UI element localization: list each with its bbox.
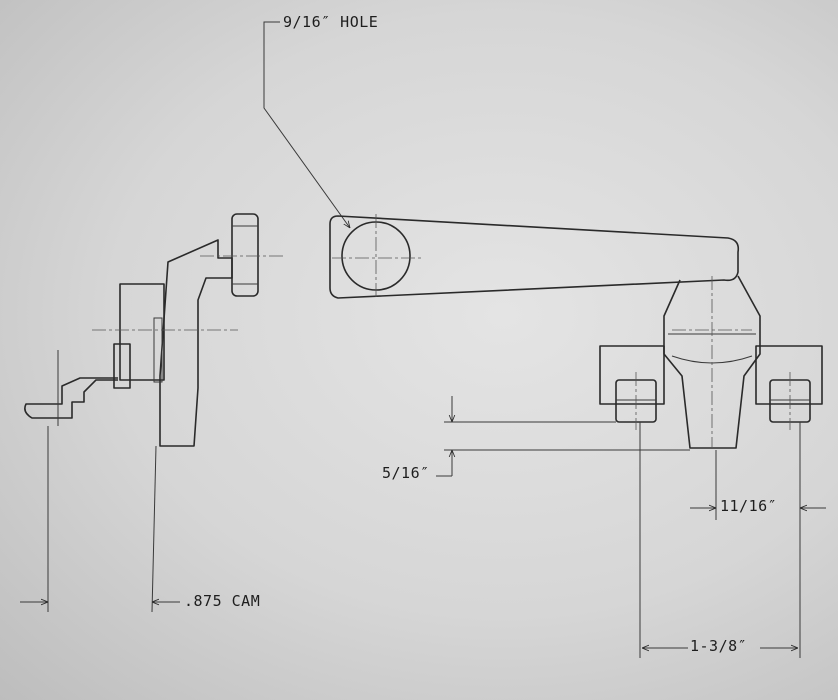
hole-leader xyxy=(263,21,350,228)
cam-label: .875 CAM xyxy=(184,592,261,610)
post-spacing-dimension xyxy=(639,422,798,658)
neck-width-dimension xyxy=(690,422,826,658)
hole-size-label: 9/16″ HOLE xyxy=(283,13,379,31)
height-dimension xyxy=(436,396,690,477)
handle-assembly xyxy=(329,214,823,449)
cam-side-view xyxy=(20,213,284,613)
post-spacing-label: 1-3/8″ xyxy=(690,637,748,655)
height-label: 5/16″ xyxy=(382,464,430,482)
neck-width-label: 11/16″ xyxy=(720,497,778,515)
